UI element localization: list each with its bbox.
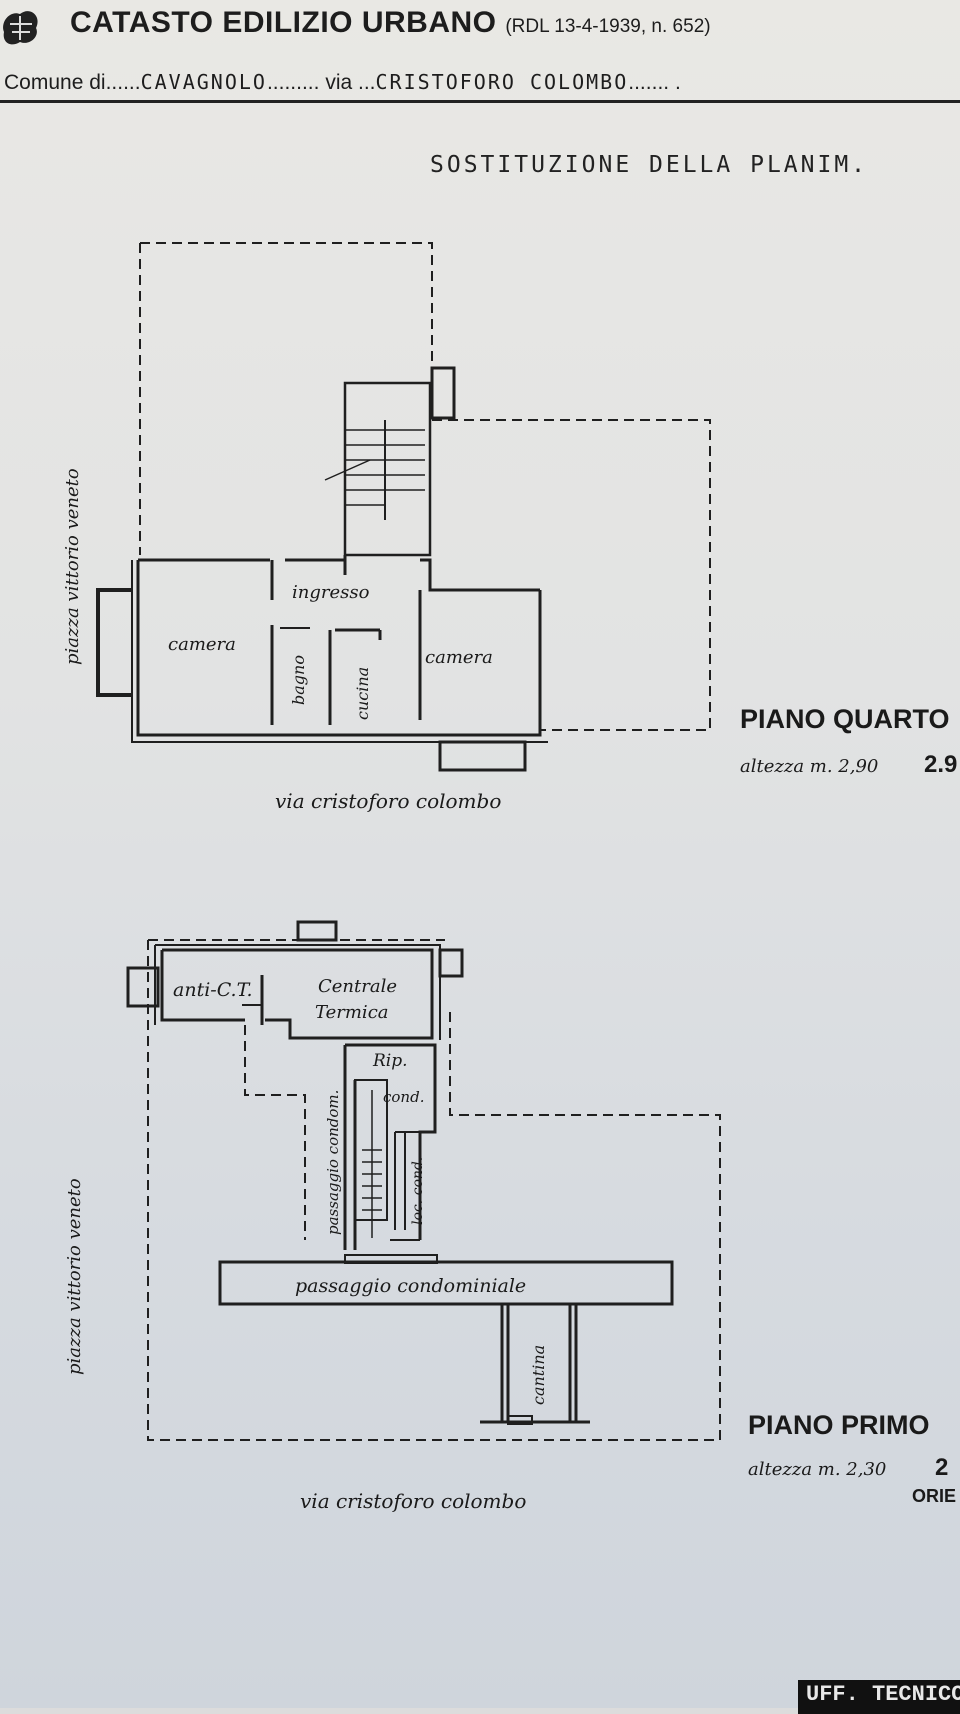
- height-quarto: altezza m. 2,90: [740, 756, 878, 777]
- room-passaggio-condominiale: passaggio condominiale: [295, 1275, 526, 1297]
- floor-label-quarto: PIANO QUARTO: [740, 704, 950, 734]
- comune-value: CAVAGNOLO: [140, 70, 267, 94]
- document-title: CATASTO EDILIZIO URBANO (RDL 13-4-1939, …: [70, 6, 711, 40]
- comune-label: Comune di: [4, 71, 106, 94]
- sheet-subtitle: SOSTITUZIONE DELLA PLANIM.: [430, 152, 869, 178]
- title-text: CATASTO EDILIZIO URBANO: [70, 6, 497, 39]
- room-cantina: cantina: [529, 1345, 548, 1405]
- office-stamp: UFF. TECNICO: [798, 1680, 960, 1714]
- room-camera-left: camera: [168, 634, 236, 655]
- floor-label-primo: PIANO PRIMO: [748, 1410, 930, 1440]
- decree-reference: (RDL 13-4-1939, n. 652): [505, 16, 711, 37]
- emblem-icon: [3, 11, 38, 45]
- street-bottom-bottom: via cristoforo colombo: [300, 1489, 526, 1513]
- labels-piano-quarto: camera ingresso camera bagno cucina piaz…: [62, 468, 957, 813]
- height-primo: altezza m. 2,30: [748, 1459, 886, 1480]
- street-bottom-top: via cristoforo colombo: [275, 789, 501, 813]
- room-rip: Rip.: [372, 1051, 408, 1071]
- room-termica: Termica: [315, 1002, 389, 1023]
- header-rule: [0, 100, 960, 103]
- height-quarto-extra: 2.9: [924, 751, 957, 778]
- room-bagno: bagno: [289, 655, 308, 705]
- plan-piano-primo: [126, 920, 721, 1441]
- room-cucina: cucina: [353, 667, 372, 720]
- street-side-bottom: piazza vittorio veneto: [64, 1178, 85, 1375]
- room-centrale: Centrale: [318, 976, 397, 997]
- room-ingresso: ingresso: [292, 582, 370, 603]
- via-label: via: [325, 71, 353, 94]
- location-line: Comune di......CAVAGNOLO......... via ..…: [4, 70, 681, 94]
- room-anti-ct: anti-C.T.: [173, 979, 253, 1001]
- orientation-label: ORIE: [912, 1486, 956, 1506]
- plan-piano-quarto: [96, 242, 711, 772]
- room-loc-cond: loc. cond.: [410, 1157, 426, 1225]
- labels-piano-primo: anti-C.T. Centrale Termica Rip. cond. pa…: [64, 976, 956, 1513]
- street-side-top: piazza vittorio veneto: [62, 468, 83, 665]
- room-camera-right: camera: [425, 647, 493, 668]
- room-passaggio-vertical: passaggio condom.: [324, 1090, 342, 1235]
- height-primo-extra: 2: [935, 1454, 948, 1481]
- room-rip-cond: cond.: [383, 1088, 424, 1106]
- via-value: CRISTOFORO COLOMBO: [375, 70, 629, 94]
